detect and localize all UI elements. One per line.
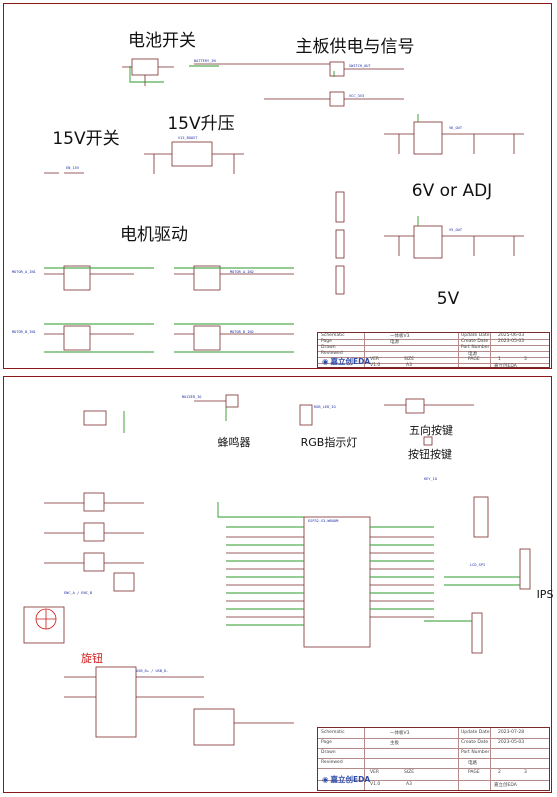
sheet1-wiring xyxy=(44,58,524,353)
tb-update-date: 2025-06-03 xyxy=(498,333,525,338)
net-label: BATTERY_IN xyxy=(194,59,216,63)
tb-create-label: Create Date xyxy=(461,740,489,745)
tb-schematic-label: Schematic xyxy=(321,730,345,735)
tb-version: V1.0 xyxy=(370,363,381,368)
heading-button-key: 按钮按键 xyxy=(408,448,452,461)
tb-page-no: 2 xyxy=(498,770,501,775)
heading-battery-switch: 电池开关 xyxy=(128,31,196,51)
heading-five-way-key: 五向按键 xyxy=(409,424,453,437)
net-label: ENC_A / ENC_B xyxy=(64,591,93,595)
heading-ips: IPS xyxy=(536,588,554,601)
net-label: KEY_IO xyxy=(424,477,437,481)
net-label: LCD_SPI xyxy=(470,563,486,567)
tb-page-no-label: PAGE xyxy=(468,357,480,362)
tb-ver-label: VER xyxy=(370,770,380,775)
tb-page-no: 1 xyxy=(498,357,501,362)
tb-create-label: Create Date xyxy=(461,339,489,344)
tb-drawn-label: Drawn xyxy=(321,345,336,350)
net-label: MOTOR_B_IN2 xyxy=(230,330,254,334)
tb-size: A3 xyxy=(406,363,412,368)
tb-update-date: 2023-07-28 xyxy=(498,730,525,735)
tb-company: 嘉立创EDA xyxy=(494,364,517,369)
net-label: RGB_LED_IO xyxy=(314,405,336,409)
tb-reviewed-label: Reviewed xyxy=(321,351,343,356)
schematic-sheet-power: 电池开关 主板供电与信号 15V升压 15V开关 6V or ADJ 电机驱动 … xyxy=(3,3,552,369)
net-label: ESP32-S3-WROOM xyxy=(308,519,339,523)
net-label: MOTOR_B_IN1 xyxy=(12,330,36,334)
heading-motor-drive: 电机驱动 xyxy=(120,225,188,245)
net-label: SWITCH_OUT xyxy=(349,64,371,68)
tb-part-label: Part Number xyxy=(461,345,490,350)
net-label: BUZZER_IO xyxy=(182,395,202,399)
tb-schematic-label: Schematic xyxy=(321,333,345,338)
tb-create-date: 2023-05-03 xyxy=(498,339,525,344)
tb-page-name: 主板 xyxy=(390,741,399,746)
tb-design-name: 一体板V3 xyxy=(390,334,410,339)
tb-drawn-label: Drawn xyxy=(321,750,336,755)
tb-size-label: SIZE xyxy=(404,770,415,775)
tb-update-label: Update Date xyxy=(461,730,490,735)
net-label: MOTOR_A_IN1 xyxy=(12,270,36,274)
tb-page-label: Page xyxy=(321,740,332,745)
heading-rgb-led: RGB指示灯 xyxy=(300,436,358,449)
net-label: VCC_3V3 xyxy=(349,94,365,98)
tb-page-of: 3 xyxy=(524,357,527,362)
eda-logo: 嘉立创EDA xyxy=(322,356,371,367)
tb-part-value: 电路 xyxy=(468,761,477,766)
heading-15v-switch: 15V开关 xyxy=(52,129,120,149)
tb-size: A3 xyxy=(406,782,412,787)
tb-create-date: 2023-05-03 xyxy=(498,740,525,745)
net-label: V15_BOOST xyxy=(178,136,198,140)
net-label: EN_15V xyxy=(66,166,79,170)
tb-design-name: 一体板V3 xyxy=(390,731,410,736)
heading-knob: 旋钮 xyxy=(81,652,103,665)
net-label: MOTOR_A_IN2 xyxy=(230,270,254,274)
tb-reviewed-label: Reviewed xyxy=(321,760,343,765)
schematic-sheet-mainboard: 蜂鸣器 RGB指示灯 五向按键 按钮按键 IPS 旋钮 ESP32-S3-WRO… xyxy=(3,376,554,793)
tb-page-of: 3 xyxy=(524,770,527,775)
heading-5v: 5V xyxy=(436,289,460,309)
tb-part-value: 电源 xyxy=(468,352,477,357)
tb-page-no-label: PAGE xyxy=(468,770,480,775)
heading-buzzer: 蜂鸣器 xyxy=(217,436,251,449)
net-label: USB_D+ / USB_D- xyxy=(136,669,169,673)
tb-page-name: 电源 xyxy=(390,340,399,345)
tb-page-label: Page xyxy=(321,339,332,344)
sheet-gap xyxy=(3,369,554,376)
net-label: V5_OUT xyxy=(449,228,462,232)
heading-mainboard-power: 主板供电与信号 xyxy=(295,37,415,57)
tb-version: V1.0 xyxy=(370,782,381,787)
tb-update-label: Update Date xyxy=(461,333,490,338)
tb-size-label: SIZE xyxy=(404,357,415,362)
eda-logo: 嘉立创EDA xyxy=(322,774,371,785)
net-label: V6_OUT xyxy=(449,126,462,130)
heading-6v-adj: 6V or ADJ xyxy=(411,181,493,201)
tb-ver-label: VER xyxy=(370,357,380,362)
sheet2-wiring xyxy=(23,394,531,746)
heading-15v-boost: 15V升压 xyxy=(167,114,235,134)
tb-part-label: Part Number xyxy=(461,750,490,755)
tb-company: 嘉立创EDA xyxy=(494,783,517,788)
